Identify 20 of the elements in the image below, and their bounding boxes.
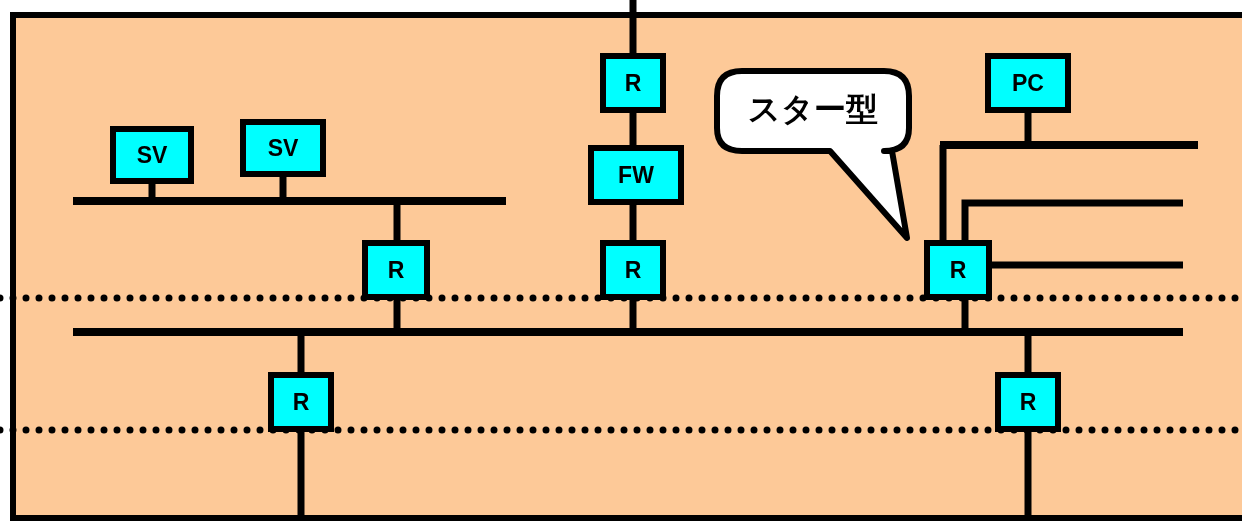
connection-line (629, 300, 637, 328)
network-device-box: R (600, 53, 666, 113)
network-device-box: R (362, 240, 430, 300)
connection-line (629, 113, 637, 145)
callout-text: スター型 (748, 89, 878, 130)
connection-line (393, 300, 401, 328)
network-device-box: SV (110, 126, 194, 184)
network-device-box: R (268, 372, 334, 432)
network-device-box: R (995, 372, 1061, 432)
connection-line (961, 300, 969, 328)
network-device-box: SV (240, 119, 326, 177)
connection-line (1024, 113, 1032, 141)
connection-line (148, 184, 156, 197)
connection-line (629, 0, 637, 53)
connection-line (629, 205, 637, 240)
network-device-box: FW (588, 145, 684, 205)
network-device-box: R (924, 240, 992, 300)
network-device-box: R (600, 240, 666, 300)
network-device-box: PC (985, 53, 1071, 113)
connection-line (279, 177, 287, 197)
